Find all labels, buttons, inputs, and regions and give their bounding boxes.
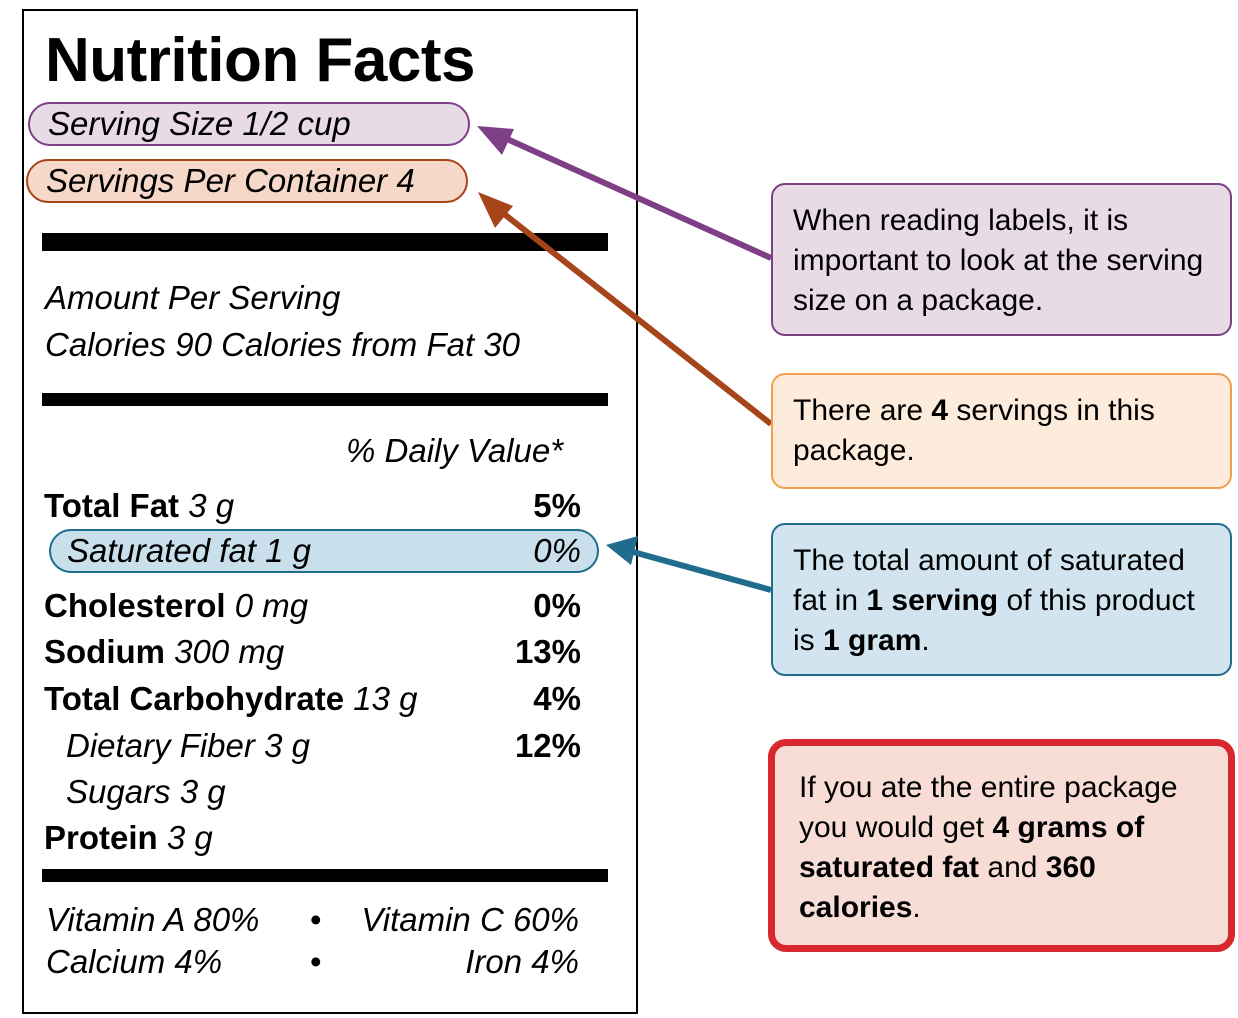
note-bold-text: 4: [931, 394, 949, 427]
nutrient-amount: 3 g: [179, 773, 226, 810]
medium-divider: [42, 393, 608, 406]
nutrient-row-total-fat: Total Fat 3 g 5%: [44, 487, 581, 527]
note-text: .: [921, 624, 930, 657]
calories-line: Calories 90 Calories from Fat 30: [45, 326, 521, 363]
note-text: servings in this package.: [793, 394, 1155, 467]
nutrient-percent: 5%: [533, 487, 581, 524]
serving-size-text: Serving Size 1/2 cup: [48, 105, 351, 142]
note-serving-size-text: When reading labels, it is important to …: [793, 204, 1204, 317]
calcium: Calcium 4%: [46, 943, 223, 980]
nutrient-percent: 0%: [533, 532, 581, 569]
nutrient-name: Sodium: [44, 633, 175, 670]
note-bold-text: 360 calories: [799, 851, 1096, 924]
note-serving-size: When reading labels, it is important to …: [771, 183, 1232, 336]
nutrient-name: Total Carbohydrate: [44, 680, 354, 717]
nutrient-row-sugars: Sugars 3 g: [66, 773, 581, 813]
nutrient-amount: 3 g: [166, 819, 213, 856]
iron: Iron 4%: [465, 943, 579, 980]
servings-per-container-highlight: Servings Per Container 4: [26, 159, 468, 203]
servings-per-container-text: Servings Per Container 4: [46, 162, 415, 199]
note-bold-text: 1 gram: [823, 624, 922, 657]
thick-divider: [42, 233, 608, 251]
serving-size-highlight: Serving Size 1/2 cup: [28, 102, 470, 146]
note-text: If you ate the entire package you would …: [799, 771, 1178, 844]
amount-per-serving: Amount Per Serving: [45, 279, 341, 316]
nutrient-amount: 3 g: [188, 487, 235, 524]
nutrient-amount: 1 g: [265, 532, 312, 569]
note-bold-text: 1 serving: [866, 584, 999, 617]
note-text: .: [912, 891, 921, 924]
note-text: The total amount of saturated fat in: [793, 544, 1185, 617]
note-text: and: [979, 851, 1046, 884]
arrow-serving-size: [477, 126, 773, 261]
arrow-servings-per-container: [478, 192, 773, 427]
nutrient-name: Saturated fat: [67, 532, 266, 569]
nutrient-percent: 12%: [514, 727, 581, 764]
nutrient-row-total-carbohydrate: Total Carbohydrate 13 g 4%: [44, 680, 581, 720]
nutrient-row-dietary-fiber: Dietary Fiber 3 g 12%: [66, 727, 581, 767]
nutrient-name: Dietary Fiber: [66, 727, 265, 764]
vitamin-a: Vitamin A 80%: [46, 901, 260, 938]
note-text: There are: [793, 394, 932, 427]
calcium-bullet: •: [310, 943, 322, 980]
vitamin-bullet: •: [310, 901, 322, 938]
nutrient-percent: 4%: [533, 680, 581, 717]
nutrient-percent: 0%: [533, 587, 581, 624]
nutrient-amount: 300 mg: [174, 633, 285, 670]
nutrient-amount: 3 g: [264, 727, 310, 764]
nutrient-percent: 13%: [514, 633, 581, 670]
note-text: of this product is: [793, 584, 1195, 657]
label-title: Nutrition Facts: [45, 26, 475, 95]
arrow-saturated-fat: [606, 536, 772, 593]
nutrient-name: Total Fat: [44, 487, 189, 524]
nutrient-row-cholesterol: Cholesterol 0 mg 0%: [44, 587, 581, 627]
saturated-fat-highlight: Saturated fat 1 g 0%: [49, 529, 599, 573]
daily-value-header: % Daily Value*: [346, 432, 564, 469]
nutrition-label: Nutrition Facts Serving Size 1/2 cup Ser…: [22, 9, 638, 1014]
vitamin-c: Vitamin C 60%: [361, 901, 579, 938]
nutrient-amount: 13 g: [353, 680, 418, 717]
note-entire-package: If you ate the entire package you would …: [768, 739, 1235, 952]
nutrient-name: Cholesterol: [44, 587, 235, 624]
nutrient-name: Sugars: [66, 773, 180, 810]
note-servings: There are 4 servings in this package.: [771, 373, 1232, 489]
note-saturated-fat: The total amount of saturated fat in 1 s…: [771, 523, 1232, 676]
nutrient-row-protein: Protein 3 g: [44, 819, 581, 859]
nutrient-amount: 0 mg: [234, 587, 309, 624]
nutrient-name: Protein: [44, 819, 167, 856]
nutrient-row-sodium: Sodium 300 mg 13%: [44, 633, 581, 673]
note-bold-text: 4 grams of saturated fat: [799, 811, 1145, 884]
bottom-divider: [42, 869, 608, 882]
